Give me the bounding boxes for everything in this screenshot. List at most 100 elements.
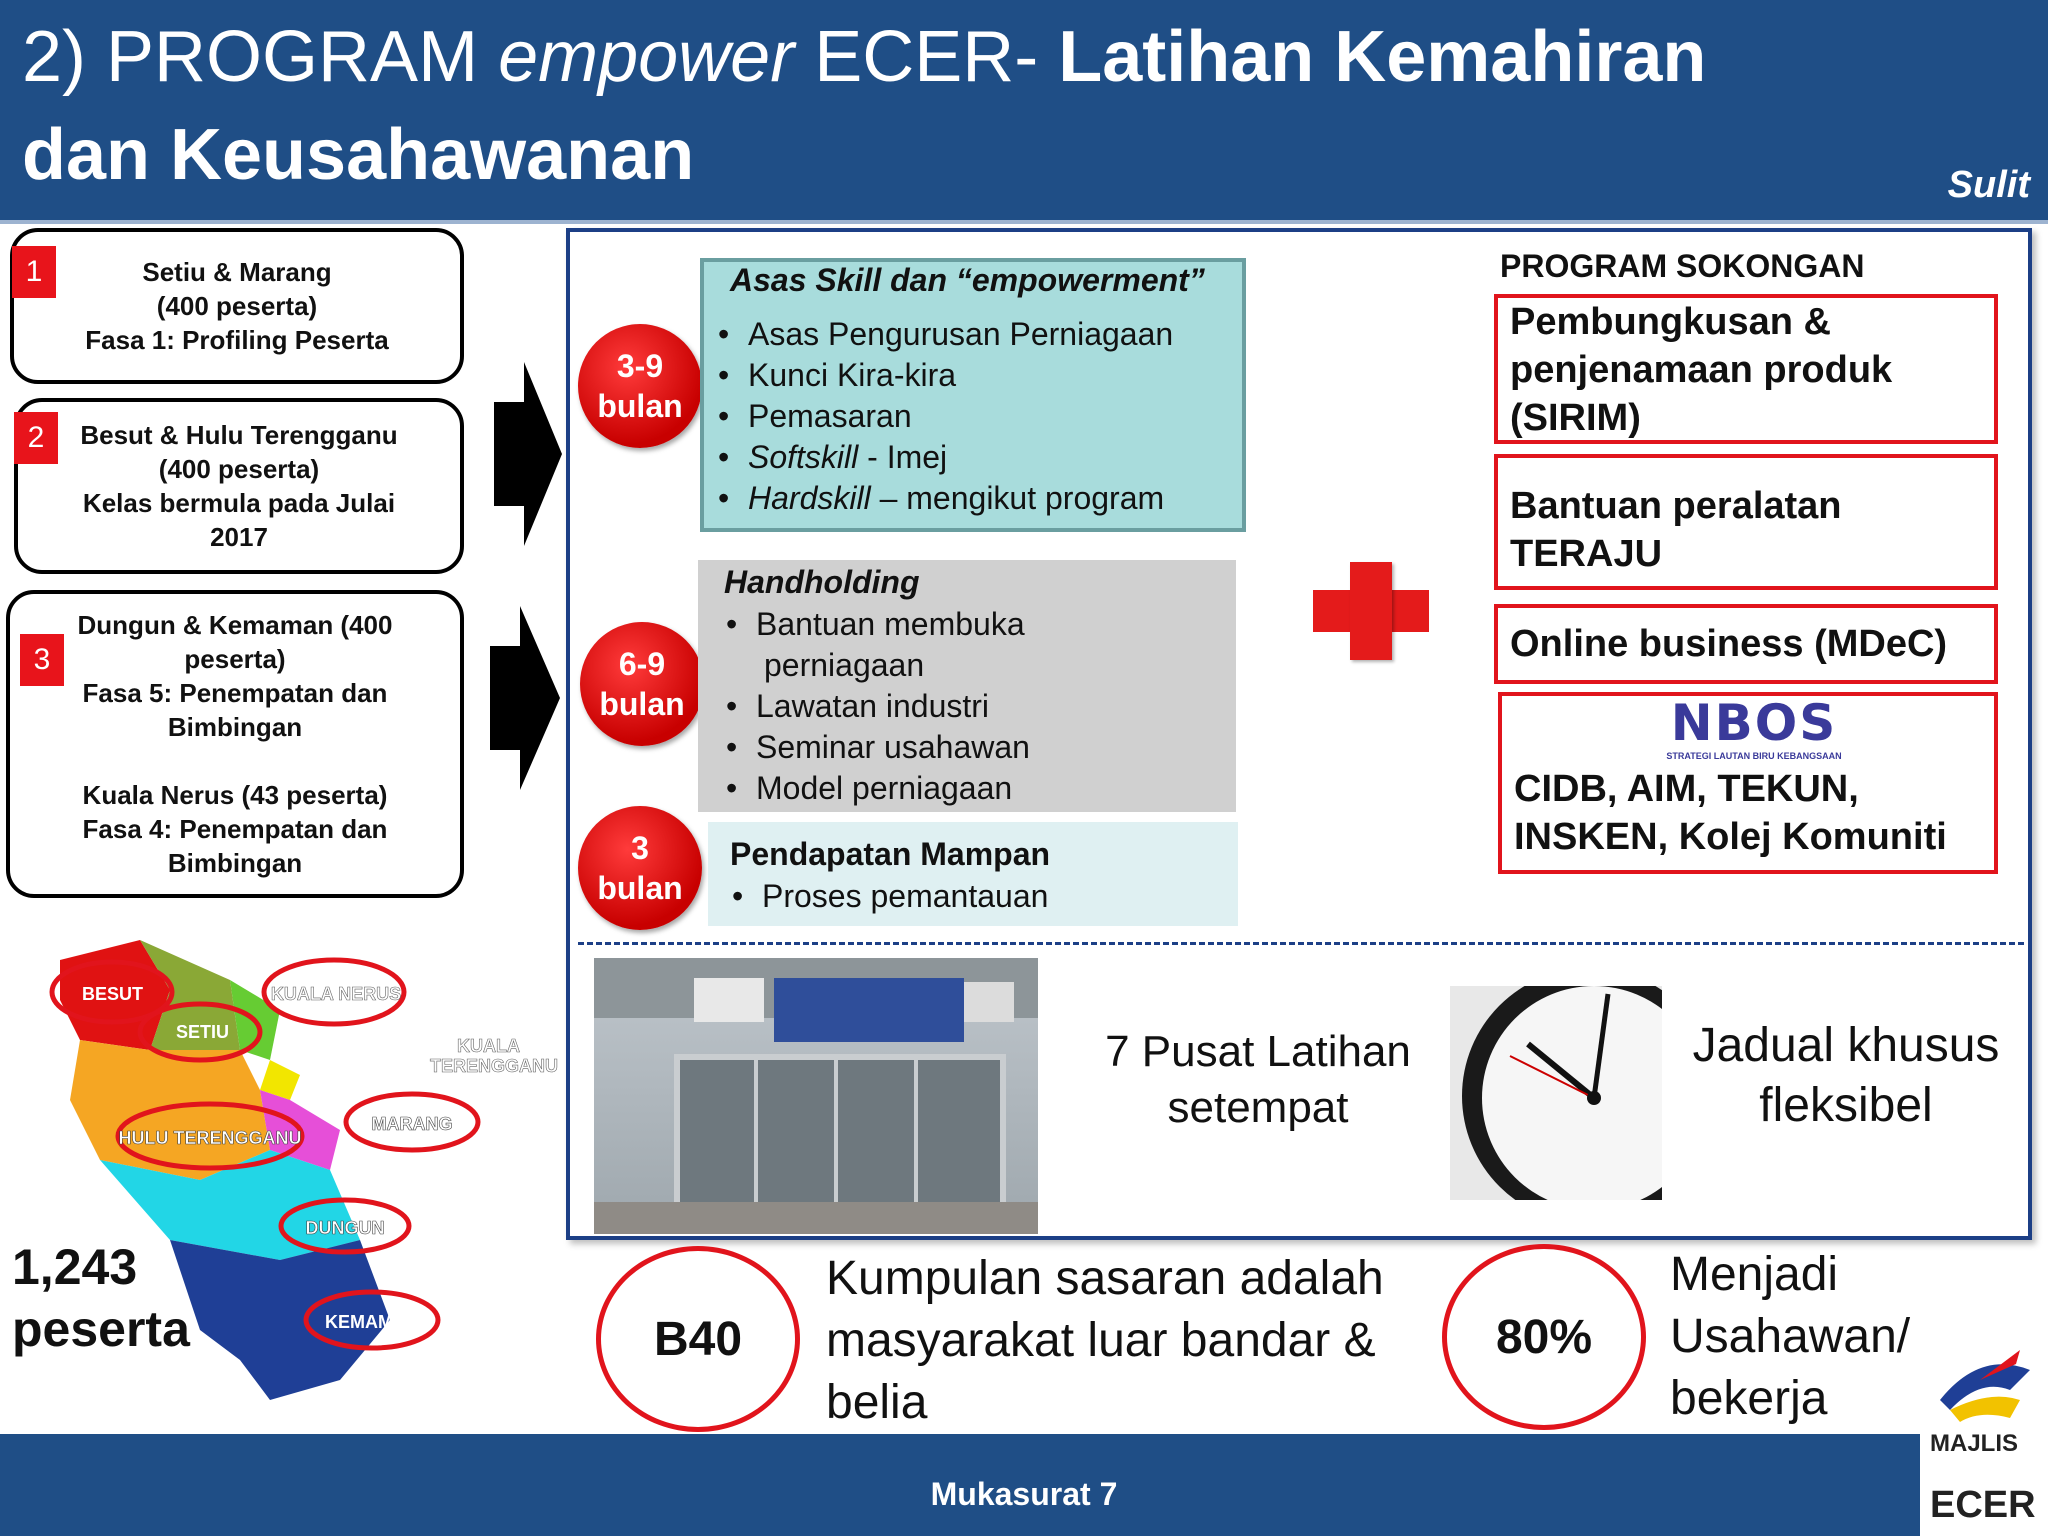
list-item: Seminar usahawan (718, 727, 1030, 768)
duration-badge: 6-9 bulan (580, 622, 704, 746)
map-label: SETIU (176, 1022, 229, 1042)
right-arrow-icon (490, 606, 560, 790)
item-text: Lawatan industri (756, 688, 990, 724)
outcome-line: bekerja (1670, 1372, 1828, 1425)
right-arrow-icon (494, 362, 562, 546)
logo-majlis-text: MAJLIS (1930, 1430, 2019, 1457)
map-highlight-ring (278, 1197, 412, 1255)
item-italic: Hardskill (748, 480, 871, 516)
group-line-spacer (10, 744, 460, 778)
group-line: (400 peserta) (158, 454, 320, 484)
title-text-bold: Latihan Kemahiran (1058, 17, 1707, 97)
map-label: BESUT (82, 984, 143, 1004)
duration-badge: 3 bulan (578, 806, 702, 930)
support-box-teraju: Bantuan peralatan TERAJU (1494, 454, 1998, 590)
list-item: Softskill - Imej (710, 437, 1173, 478)
nbos-logo: NBOS (1514, 698, 1994, 751)
support-text: Online business (MDeC) (1510, 623, 1948, 665)
pusat-latihan-text: 7 Pusat Latihan setempat (1078, 1024, 1438, 1136)
group-line: Kelas bermula pada Julai (82, 488, 396, 518)
page-title: 2) PROGRAM empower ECER- Latihan Kemahir… (22, 14, 1706, 100)
training-center-photo (594, 958, 1038, 1234)
facility-line: 7 Pusat Latihan (1105, 1027, 1411, 1076)
clock-icon (1462, 986, 1662, 1200)
skill-list: Asas Pengurusan Perniagaan Kunci Kira-ki… (710, 314, 1173, 519)
outcome-line: Usahawan/ (1670, 1310, 1911, 1363)
support-text: CIDB, AIM, TEKUN, (1514, 768, 1859, 810)
section-divider (578, 942, 2024, 945)
duration-badge: 3-9 bulan (578, 324, 702, 448)
item-text: – mengikut program (870, 480, 1165, 516)
title-text: 2) PROGRAM (22, 17, 499, 97)
item-italic: Softskill (748, 439, 859, 475)
map-label: MARANG (372, 1114, 453, 1134)
support-text: (SIRIM) (1510, 397, 1641, 439)
duration-value: 3-9 (616, 348, 664, 384)
plus-icon (1350, 562, 1392, 660)
handholding-list: Bantuan membuka perniagaan Lawatan indus… (718, 604, 1030, 809)
terengganu-map: BESUT SETIU KUALA NERUS KUALA TERENGGANU… (49, 940, 558, 1400)
item-text: Model perniagaan (756, 770, 1013, 806)
item-text: Bantuan membuka (756, 606, 1025, 642)
map-label: KUALA (457, 1036, 520, 1056)
support-box-agencies: NBOS STRATEGI LAUTAN BIRU KEBANGSAAN CID… (1498, 692, 1998, 874)
list-item: Hardskill – mengikut program (710, 478, 1173, 519)
group-line: Fasa 5: Penempatan dan (82, 678, 388, 708)
item-text: Seminar usahawan (756, 729, 1030, 765)
list-item: Asas Pengurusan Perniagaan (710, 314, 1173, 355)
group-number-badge: 2 (14, 412, 58, 464)
group-line: Kuala Nerus (43 peserta) (82, 780, 388, 810)
group-line: Fasa 1: Profiling Peserta (85, 325, 389, 355)
item-text: Kunci Kira-kira (748, 357, 957, 393)
duration-value: 6-9 (618, 646, 666, 682)
map-highlight-ring (343, 1091, 481, 1153)
map-region-kemaman (170, 1240, 390, 1400)
total-participants: 1,243 peserta (12, 1236, 190, 1360)
item-text: Pemasaran (748, 398, 912, 434)
list-item: Proses pemantauan (724, 876, 1048, 917)
facility-line: Jadual khusus (1692, 1019, 2000, 1072)
duration-unit: bulan (599, 686, 685, 722)
group-box-3: Dungun & Kemaman (400 peserta) Fasa 5: P… (6, 590, 464, 898)
group-line: Bimbingan (167, 712, 303, 742)
pendapatan-box: Pendapatan Mampan Proses pemantauan (708, 822, 1238, 926)
target-badge: B40 (596, 1246, 800, 1432)
skill-title: Asas Skill dan “empowerment” (730, 262, 1205, 298)
handholding-title: Handholding (724, 564, 920, 600)
item-text: perniagaan (764, 647, 925, 683)
classification-label: Sulit (1947, 164, 2030, 206)
map-label: KUALA NERUS (271, 984, 401, 1004)
jadual-text: Jadual khusus fleksibel (1664, 1016, 2028, 1136)
map-region-dungun (100, 1150, 360, 1260)
nbos-logo-text: NBOS (1670, 694, 1838, 752)
target-line: masyarakat luar bandar & (826, 1314, 1376, 1367)
skill-box: Asas Skill dan “empowerment” Asas Pengur… (700, 258, 1246, 532)
list-item: Kunci Kira-kira (710, 355, 1173, 396)
support-text: Pembungkusan & (1510, 301, 1831, 343)
ecer-logo-icon (1940, 1350, 2030, 1422)
group-line: (400 peserta) (156, 291, 318, 321)
title-text: ECER- (794, 17, 1059, 97)
pendapatan-list: Proses pemantauan (724, 876, 1048, 917)
map-region-hulu-terengganu (70, 1040, 270, 1180)
list-item-continuation: perniagaan (718, 645, 1030, 686)
total-count: 1,243 (12, 1239, 138, 1295)
group-line: Besut & Hulu Terengganu (80, 420, 398, 450)
map-label: KEMAMAN (325, 1312, 419, 1332)
group-box-2: Besut & Hulu Terengganu (400 peserta) Ke… (14, 398, 464, 574)
target-line: Kumpulan sasaran adalah (826, 1252, 1384, 1305)
outcome-badge: 80% (1442, 1244, 1646, 1430)
title-text-italic: empower (498, 17, 795, 97)
map-label: HULU TERENGGANU (119, 1128, 302, 1148)
page-title-line2: dan Keusahawanan (22, 115, 695, 195)
map-label: DUNGUN (306, 1218, 385, 1238)
list-item: Lawatan industri (718, 686, 1030, 727)
duration-unit: bulan (597, 870, 683, 906)
map-highlight-ring (303, 1289, 441, 1351)
facility-line: setempat (1167, 1083, 1349, 1132)
target-line: belia (826, 1376, 928, 1429)
map-region-kuala-terengganu (260, 1060, 300, 1100)
facility-line: fleksibel (1759, 1079, 1933, 1132)
item-text: - Imej (858, 439, 948, 475)
clock-photo (1450, 986, 1662, 1200)
